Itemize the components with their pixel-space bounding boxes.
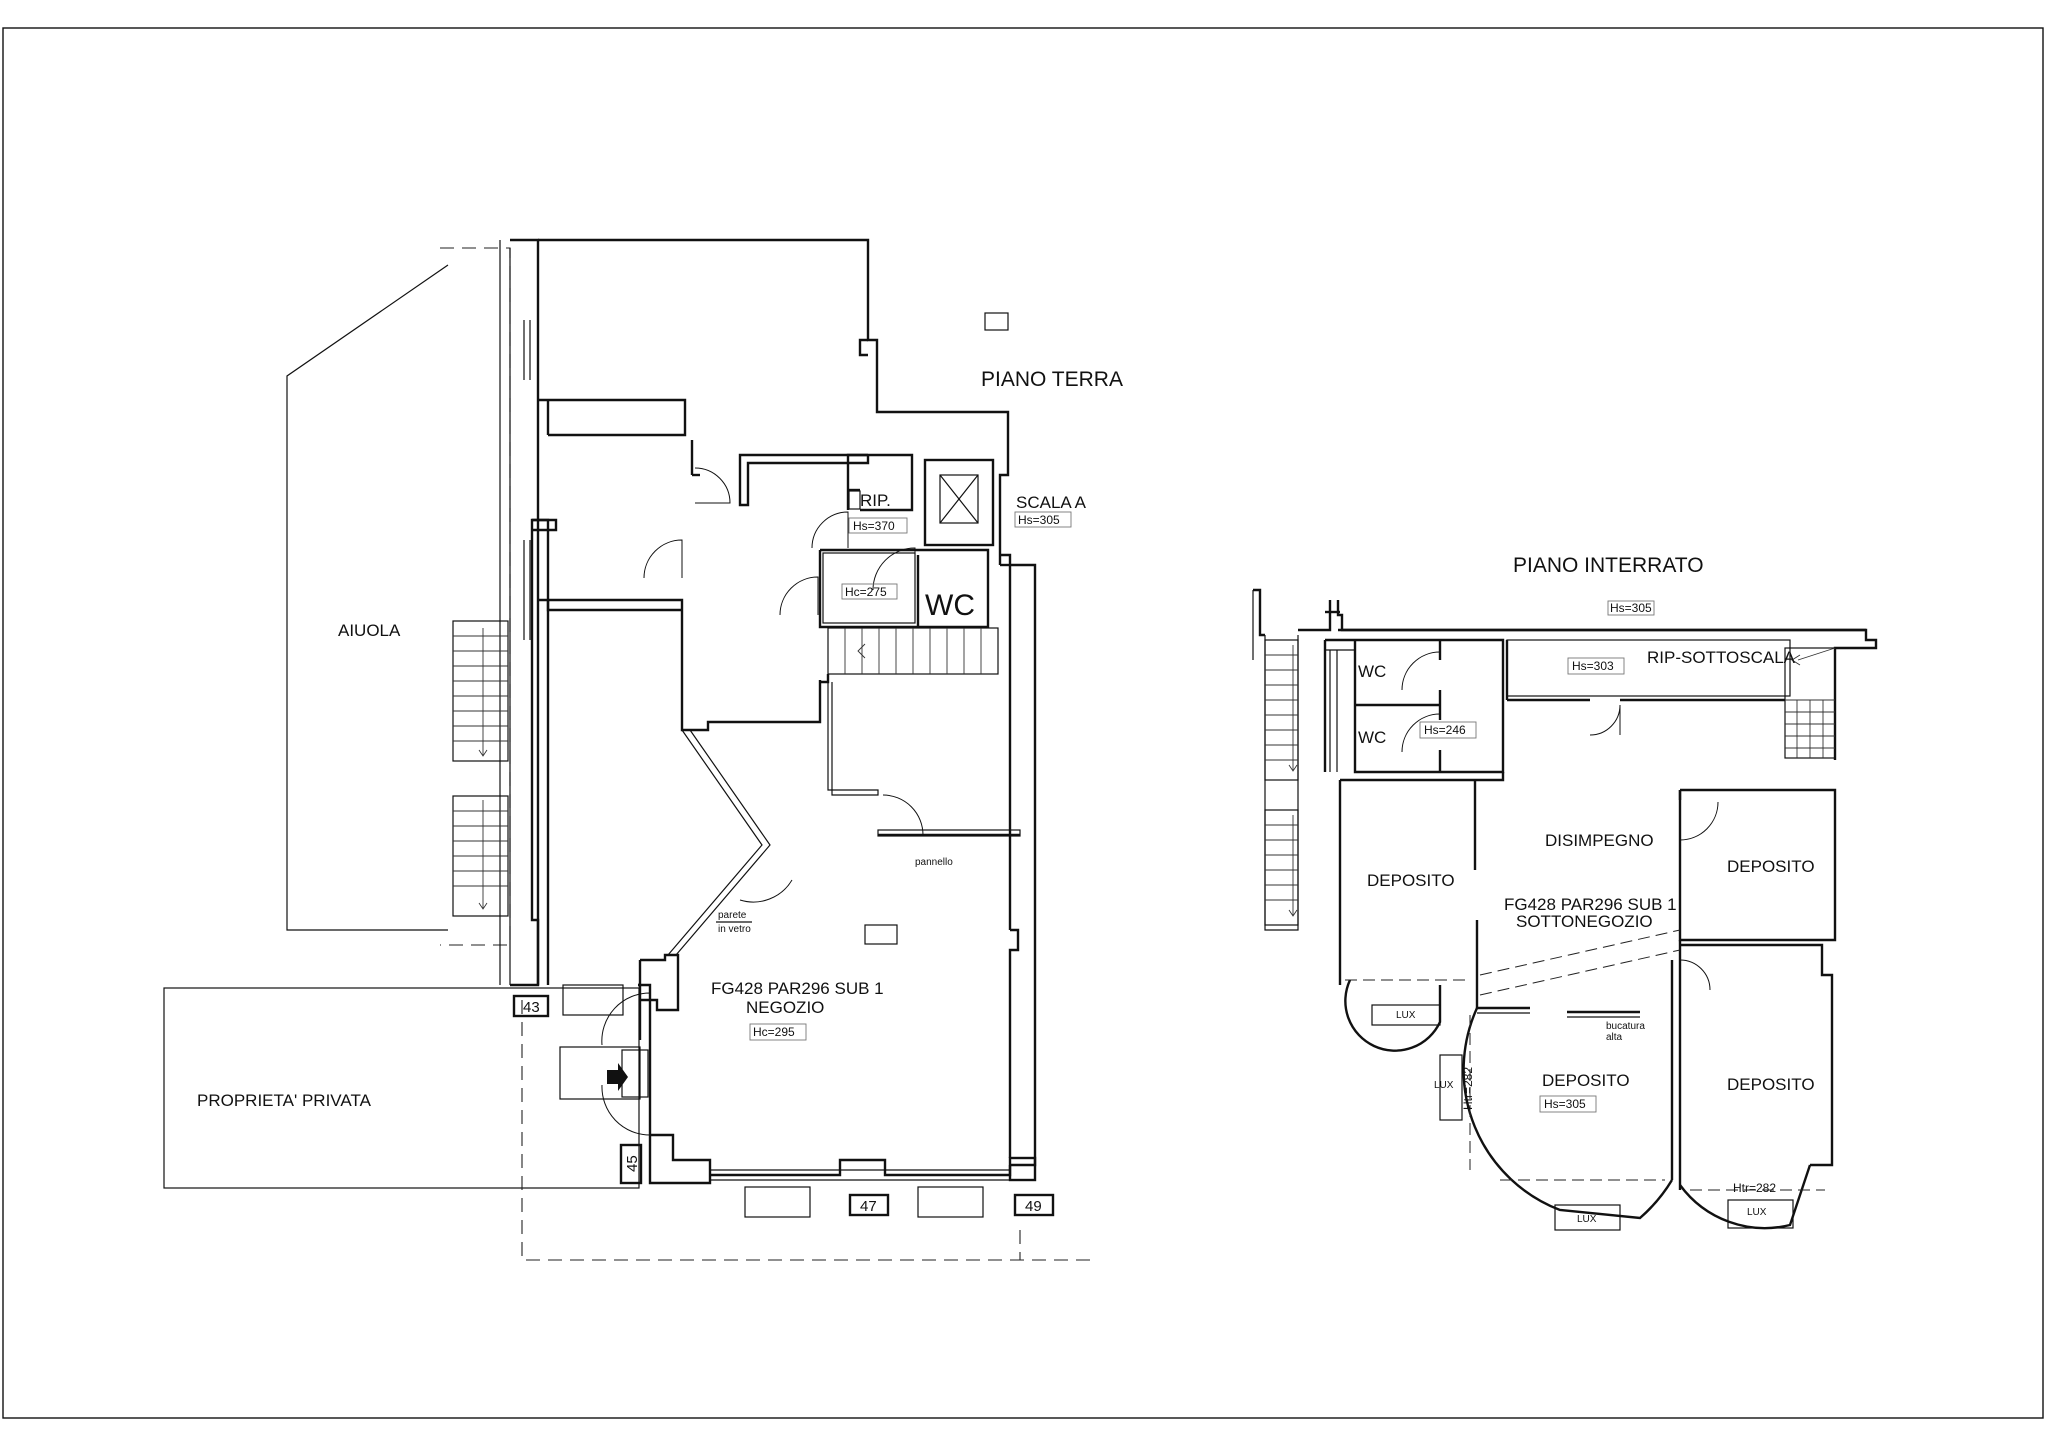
shop-unit-id: FG428 PAR296 SUB 1 — [711, 979, 884, 998]
rip-room — [846, 453, 914, 512]
htr-right-tag: Htr=282 — [1733, 1181, 1776, 1195]
lux-3-label: LUX — [1577, 1214, 1597, 1225]
glass-partition — [667, 729, 763, 956]
deposito-far-right-label: DEPOSITO — [1727, 1075, 1815, 1094]
basement-door-swings — [1401, 651, 1719, 991]
wc-2-label: WC — [1358, 728, 1386, 747]
basement-stair-left — [1264, 639, 1299, 926]
rip-label: RIP. — [860, 491, 891, 510]
aiuola-label: AIUOLA — [338, 621, 401, 640]
basement-height-246-tag: Hs=246 — [1424, 723, 1466, 737]
glass-wall-label-2: in vetro — [718, 924, 751, 935]
scala-a-label: SCALA A — [1016, 493, 1087, 512]
civic-number-47: 47 — [860, 1198, 877, 1215]
rip-height-tag: Hs=370 — [853, 519, 895, 533]
scala-height-tag: Hs=305 — [1018, 513, 1060, 527]
pannello-label: pannello — [915, 857, 953, 868]
shop-height-tag: Hc=295 — [753, 1025, 795, 1039]
rip-sottoscala-label: RIP-SOTTOSCALA — [1647, 648, 1796, 667]
ground-outer-wall — [510, 238, 540, 987]
wc-label: WC — [925, 589, 975, 622]
deposito-left-label: DEPOSITO — [1367, 871, 1455, 890]
civic-number-49: 49 — [1025, 1198, 1042, 1215]
basement-stair-right — [1784, 647, 1836, 759]
exterior-stair — [452, 620, 509, 917]
internal-stair — [827, 627, 999, 675]
civic-number-43: 43 — [523, 999, 540, 1016]
bucatura-label-2: alta — [1606, 1032, 1623, 1043]
deposito-center-label: DEPOSITO — [1542, 1071, 1630, 1090]
lux-1-label: LUX — [1396, 1010, 1416, 1021]
bucatura-label-1: bucatura — [1606, 1021, 1645, 1032]
basement-unit-name: SOTTONEGOZIO — [1516, 912, 1653, 931]
basement-top-height-tag: Hs=305 — [1610, 601, 1652, 615]
civic-number-45: 45 — [624, 1155, 641, 1172]
sheet-frame — [2, 27, 2044, 1419]
wc-room — [818, 548, 990, 629]
private-property-area — [163, 987, 640, 1189]
ground-door-swings — [601, 467, 924, 1136]
deposito-right-label: DEPOSITO — [1727, 857, 1815, 876]
basement-height-303-tag: Hs=303 — [1572, 659, 1614, 673]
glass-wall-label-1: parete — [718, 910, 747, 921]
htr-left-tag: Htr=282 — [1461, 1067, 1475, 1110]
aiuola-outline — [286, 264, 449, 931]
shop-unit-name: NEGOZIO — [746, 998, 824, 1017]
basement-unit-id: FG428 PAR296 SUB 1 — [1504, 895, 1677, 914]
wc-1-label: WC — [1358, 662, 1386, 681]
wc-height-tag: Hc=275 — [845, 585, 887, 599]
basement-height-305-tag: Hs=305 — [1544, 1097, 1586, 1111]
private-property-label: PROPRIETA' PRIVATA — [197, 1091, 372, 1110]
basement-outer-wall — [1253, 588, 1265, 637]
lux-2-label: LUX — [1434, 1080, 1454, 1091]
lux-4-label: LUX — [1747, 1207, 1767, 1218]
disimpegno-label: DISIMPEGNO — [1545, 831, 1654, 850]
basement-plan — [1252, 588, 1878, 1231]
ground-floor-plan — [163, 238, 1090, 1261]
ground-floor-title: PIANO TERRA — [981, 368, 1123, 391]
entrance-arrow-icon — [607, 1063, 628, 1091]
basement-title: PIANO INTERRATO — [1513, 554, 1704, 577]
elevator-shaft — [923, 458, 995, 547]
